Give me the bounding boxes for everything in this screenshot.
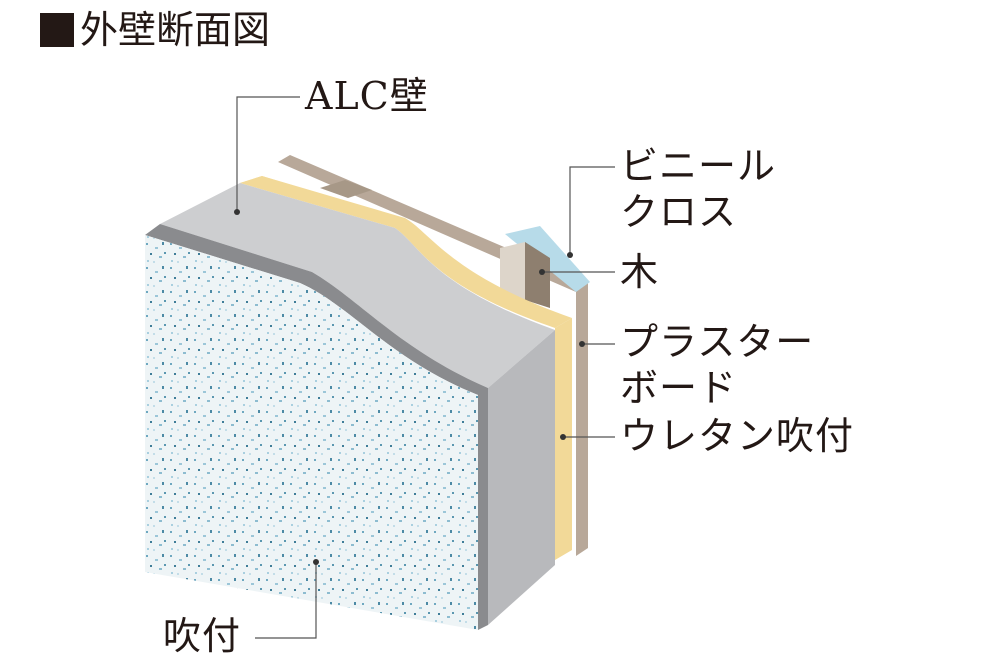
diagram-title: 外壁断面図 — [40, 6, 270, 54]
diagram-title-text: 外壁断面図 — [80, 8, 271, 52]
wood-stud-left — [500, 242, 525, 300]
label-alc-wall: ALC壁 — [305, 74, 429, 118]
wood-stud-top — [320, 180, 372, 198]
label-urethane-spray: ウレタン吹付 — [620, 414, 855, 458]
label-spray-finish: 吹付 — [163, 614, 242, 658]
alc-wall-top — [160, 183, 555, 388]
label-plasterboard-line1: プラスター — [620, 320, 815, 364]
label-plasterboard-line2: ボード — [620, 366, 738, 410]
leader-alc — [236, 96, 300, 212]
spray-finish-face — [145, 235, 478, 630]
label-vinyl-cloth-line2: クロス — [620, 190, 738, 234]
urethane-layer-top-shape — [240, 176, 572, 328]
leader-vinyl — [569, 166, 615, 255]
label-vinyl-cloth-line1: ビニール — [620, 144, 777, 188]
square-bullet-icon — [40, 13, 74, 47]
leader-spray — [255, 562, 317, 639]
alc-wall-front — [488, 330, 555, 625]
label-wood: 木 — [620, 250, 660, 294]
wood-stud-front — [525, 242, 550, 308]
